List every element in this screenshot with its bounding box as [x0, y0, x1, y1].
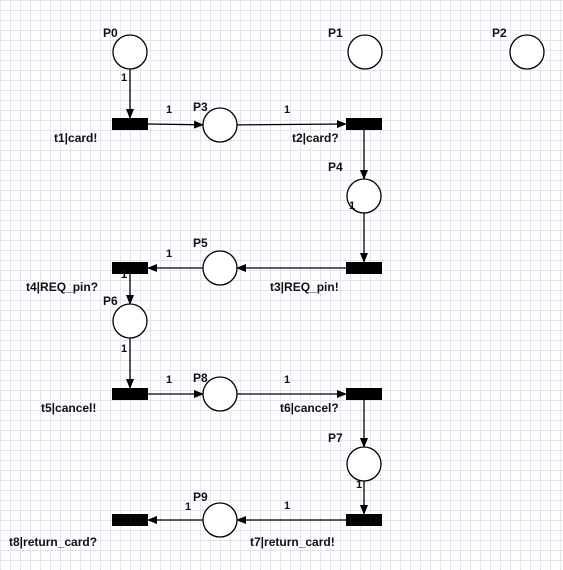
place-label-p3: P3 [193, 100, 208, 114]
place-p2[interactable] [509, 34, 545, 70]
place-label-p5: P5 [193, 236, 208, 250]
transition-t8[interactable] [112, 514, 148, 526]
place-label-p1: P1 [328, 26, 343, 40]
place-label-p9: P9 [193, 490, 208, 504]
transition-label-t3: t3|REQ_pin! [270, 280, 339, 294]
place-p7[interactable] [346, 446, 382, 482]
transition-label-t2: t2|card? [292, 131, 339, 145]
place-p9[interactable] [202, 502, 238, 538]
transition-t3[interactable] [346, 262, 382, 274]
place-label-p7: P7 [328, 431, 343, 445]
place-p5[interactable] [202, 250, 238, 286]
arc-weight-label: 1 [356, 479, 362, 491]
transition-t4[interactable] [112, 262, 148, 274]
place-p0[interactable] [112, 34, 148, 70]
place-p1[interactable] [347, 34, 383, 70]
arc-weight-label: 1 [121, 269, 127, 281]
arc-weight-label: 1 [166, 104, 172, 116]
transition-label-t6: t6|cancel? [280, 401, 339, 415]
arc-weight-label: 1 [121, 269, 127, 281]
place-p8[interactable] [202, 376, 238, 412]
place-p3[interactable] [202, 107, 238, 143]
transition-label-t8: t8|return_card? [9, 535, 97, 549]
place-p6[interactable] [112, 303, 148, 339]
transition-t7[interactable] [346, 514, 382, 526]
place-label-p0: P0 [103, 26, 118, 40]
transition-label-t7: t7|return_card! [250, 535, 335, 549]
arc-weight-label: 1 [284, 500, 290, 512]
arc-weight-label: 1 [121, 72, 127, 84]
transition-t5[interactable] [112, 388, 148, 400]
arc-weight-label: 1 [284, 104, 290, 116]
transition-label-t1: t1|card! [54, 131, 97, 145]
arc-weight-label: 1 [166, 248, 172, 260]
transition-t1[interactable] [112, 118, 148, 130]
arc-t1-P3 [147, 120, 205, 129]
arc-P3-t2 [236, 120, 347, 129]
transition-t2[interactable] [346, 118, 382, 130]
place-label-p4: P4 [328, 160, 343, 174]
place-label-p2: P2 [492, 26, 507, 40]
transition-label-t5: t5|cancel! [41, 401, 96, 415]
place-label-p6: P6 [103, 294, 118, 308]
transition-label-t4: t4|REQ_pin? [26, 280, 98, 294]
arc-weight-label: 1 [284, 374, 290, 386]
place-label-p8: P8 [193, 371, 208, 385]
arc-weight-label: 1 [121, 343, 127, 355]
arc-weight-label: 1 [349, 200, 355, 212]
place-p4[interactable] [346, 178, 382, 214]
arc-weight-label: 1 [185, 501, 191, 513]
transition-t6[interactable] [346, 388, 382, 400]
arc-weight-label: 1 [166, 374, 172, 386]
